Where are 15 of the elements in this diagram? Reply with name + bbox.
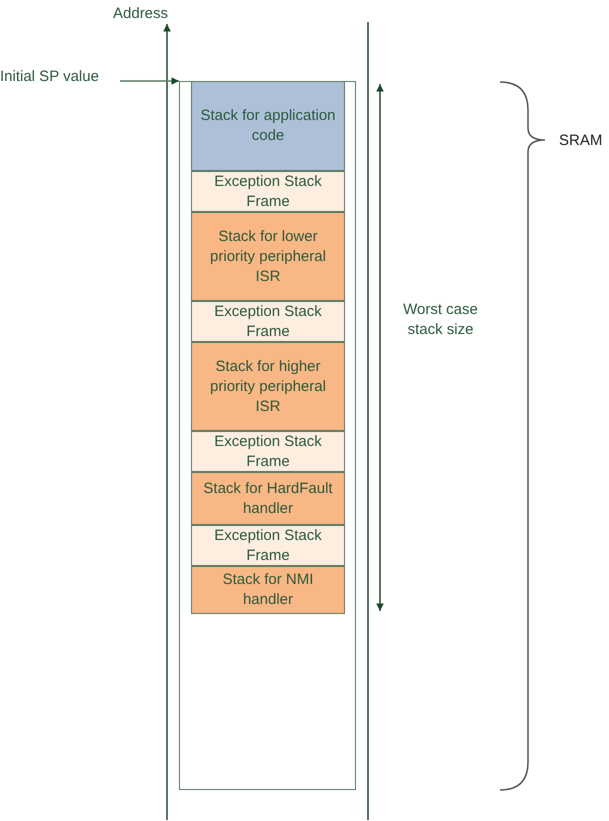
arrow bbox=[120, 77, 179, 85]
stack-segment: Exception Stack Frame bbox=[191, 431, 345, 472]
axis-label: Address bbox=[113, 4, 168, 24]
stack-segment: Stack for lower priority peripheral ISR bbox=[191, 212, 345, 301]
stack-segment: Stack for NMI handler bbox=[191, 566, 345, 614]
stack-segment: Exception Stack Frame bbox=[191, 525, 345, 566]
memory-block bbox=[179, 81, 356, 790]
stack-segment: Stack for HardFault handler bbox=[191, 472, 345, 525]
region-label: SRAM bbox=[559, 131, 602, 151]
stack-segment: Exception Stack Frame bbox=[191, 301, 345, 342]
stack-segment: Stack for higher priority peripheral ISR bbox=[191, 342, 345, 431]
dimension-label: Worst case stack size bbox=[402, 300, 479, 340]
stack-segment: Stack for application code bbox=[191, 81, 345, 171]
stack-segment: Exception Stack Frame bbox=[191, 171, 345, 212]
annotation-text: Initial SP value bbox=[0, 67, 118, 87]
